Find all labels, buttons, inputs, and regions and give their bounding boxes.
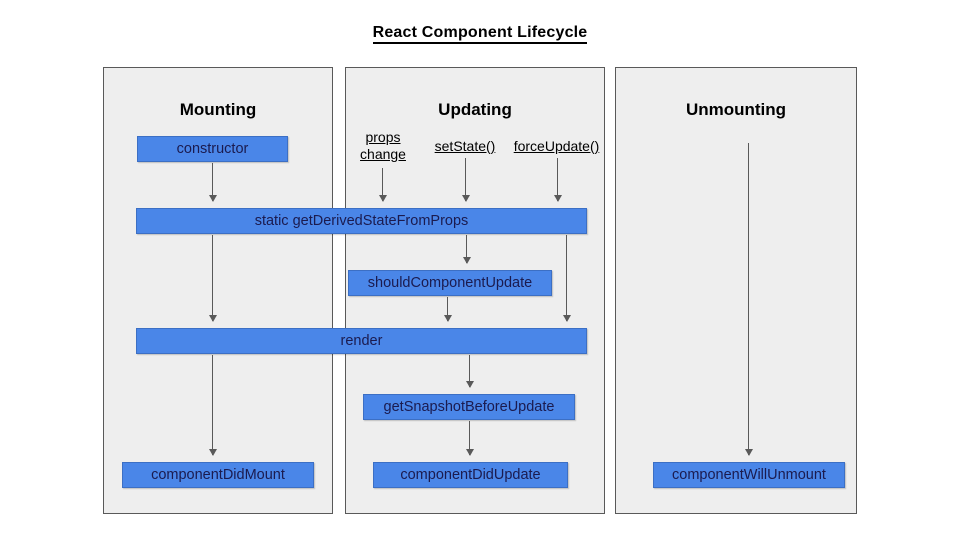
arrow-getderivedstatefromprops-to-shouldcomponentupdate <box>462 235 471 264</box>
arrow-forceupdate-bypass-to-render <box>562 235 571 322</box>
arrow-render-to-getsnapshotbeforeupdate <box>465 355 474 388</box>
panel-title-mounting: Mounting <box>179 100 257 119</box>
node-get-derived-state-from-props[interactable]: static getDerivedStateFromProps <box>136 208 587 234</box>
node-component-did-mount[interactable]: componentDidMount <box>122 462 314 488</box>
panel-unmounting: Unmounting <box>615 67 857 514</box>
arrow-mounting-getderivedstatefromprops-to-render <box>208 235 217 322</box>
trigger-label-forceupdate: forceUpdate() <box>505 138 608 155</box>
arrow-setstate-to-getderivedstatefromprops <box>461 158 470 202</box>
trigger-label-props-change: props change <box>347 129 419 163</box>
arrow-getsnapshotbeforeupdate-to-componentdidupdate <box>465 421 474 456</box>
node-constructor[interactable]: constructor <box>137 136 288 162</box>
arrow-unmounting-to-componentwillunmount <box>744 143 753 456</box>
panel-title-unmounting: Unmounting <box>685 100 787 119</box>
node-render[interactable]: render <box>136 328 587 354</box>
node-component-did-update[interactable]: componentDidUpdate <box>373 462 568 488</box>
trigger-props-line1: props <box>365 129 401 145</box>
trigger-label-setstate: setState() <box>425 138 505 155</box>
arrow-render-to-componentdidmount <box>208 355 217 456</box>
trigger-setstate-text: setState() <box>434 138 496 154</box>
node-component-will-unmount[interactable]: componentWillUnmount <box>653 462 845 488</box>
node-get-snapshot-before-update[interactable]: getSnapshotBeforeUpdate <box>363 394 575 420</box>
trigger-props-line2: change <box>360 146 406 162</box>
node-should-component-update[interactable]: shouldComponentUpdate <box>348 270 552 296</box>
trigger-forceupdate-text: forceUpdate() <box>513 138 600 154</box>
arrow-shouldcomponentupdate-to-render <box>443 297 452 322</box>
panel-title-updating: Updating <box>438 100 512 119</box>
panel-mounting: Mounting <box>103 67 333 514</box>
page-title-text: React Component Lifecycle <box>372 24 588 44</box>
arrow-forceupdate-to-getderivedstatefromprops <box>553 158 562 202</box>
page-title: React Component Lifecycle <box>0 24 960 44</box>
arrow-props-change-to-getderivedstatefromprops <box>378 168 387 202</box>
arrow-constructor-to-getderivedstatefromprops <box>208 163 217 202</box>
